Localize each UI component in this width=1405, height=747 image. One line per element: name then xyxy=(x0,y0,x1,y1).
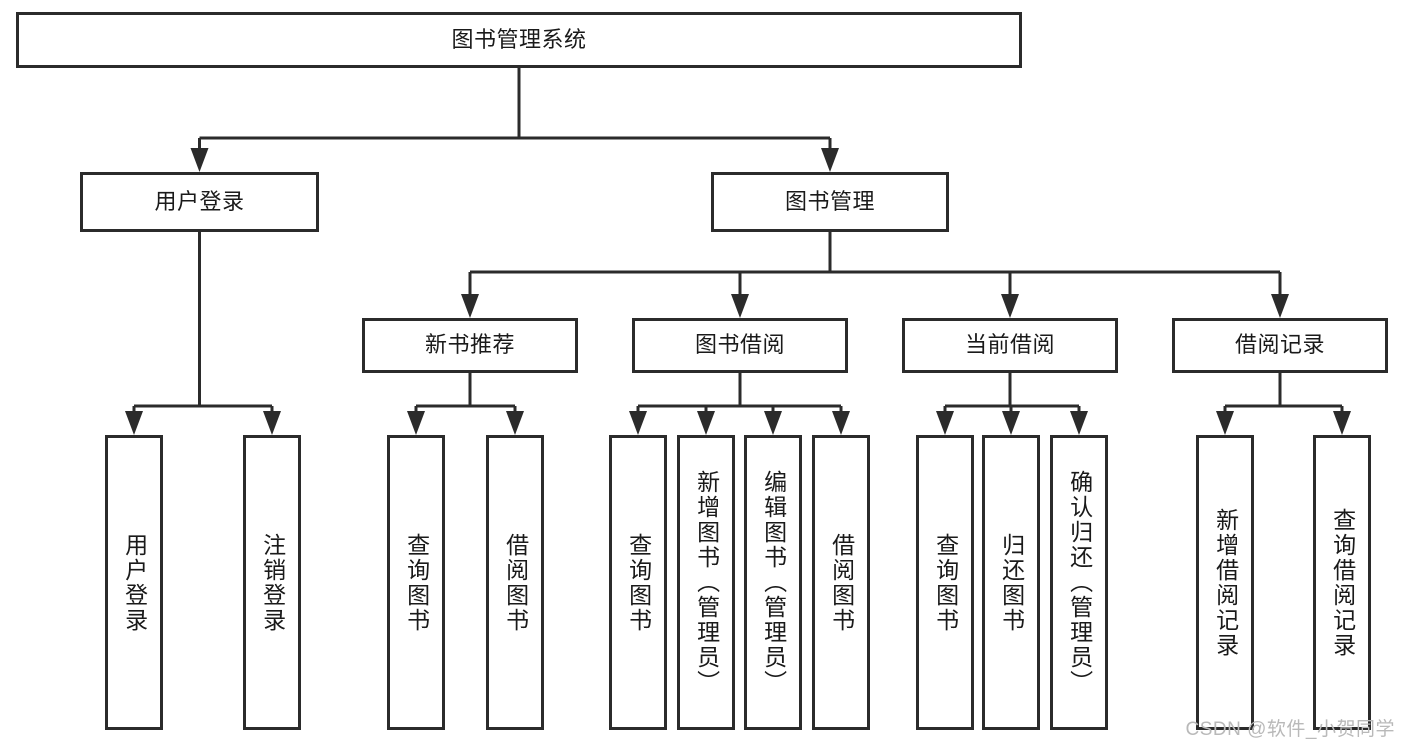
node-leaf-return-book[interactable]: 归还图书 xyxy=(982,435,1040,730)
node-label: 查询图书 xyxy=(403,532,430,633)
node-label: 借阅记录 xyxy=(1234,332,1325,358)
arrow-head-icon xyxy=(461,294,479,318)
node-leaf-add-record[interactable]: 新增借阅记录 xyxy=(1196,435,1254,730)
node-label: 借阅图书 xyxy=(502,532,529,633)
node-book-borrow[interactable]: 图书借阅 xyxy=(632,318,848,373)
arrow-head-icon xyxy=(125,411,143,435)
node-label: 确认归还（管理员） xyxy=(1066,470,1093,695)
arrow-head-icon xyxy=(731,294,749,318)
node-label: 新增借阅记录 xyxy=(1212,507,1239,658)
node-label: 查询图书 xyxy=(932,532,959,633)
arrow-head-icon xyxy=(506,411,524,435)
node-label: 新增图书（管理员） xyxy=(693,470,720,695)
arrow-head-icon xyxy=(1070,411,1088,435)
arrow-head-icon xyxy=(936,411,954,435)
node-book-manage[interactable]: 图书管理 xyxy=(711,172,949,232)
node-leaf-confirm-return[interactable]: 确认归还（管理员） xyxy=(1050,435,1108,730)
arrow-head-icon xyxy=(1002,411,1020,435)
arrow-head-icon xyxy=(697,411,715,435)
arrow-head-icon xyxy=(1216,411,1234,435)
node-leaf-borrow-book-a[interactable]: 借阅图书 xyxy=(486,435,544,730)
node-leaf-query-record[interactable]: 查询借阅记录 xyxy=(1313,435,1371,730)
node-label: 图书管理 xyxy=(784,188,875,214)
arrow-head-icon xyxy=(832,411,850,435)
arrow-head-icon xyxy=(190,148,209,172)
node-leaf-edit-book[interactable]: 编辑图书（管理员） xyxy=(744,435,802,730)
node-root[interactable]: 图书管理系统 xyxy=(16,12,1022,68)
node-label: 借阅图书 xyxy=(828,532,855,633)
node-borrow-record[interactable]: 借阅记录 xyxy=(1172,318,1388,373)
node-label: 注销登录 xyxy=(259,532,286,633)
arrow-head-icon xyxy=(1333,411,1351,435)
edge-group xyxy=(125,68,1351,435)
arrow-head-icon xyxy=(821,148,839,172)
node-current-borrow[interactable]: 当前借阅 xyxy=(902,318,1118,373)
node-label: 新书推荐 xyxy=(424,332,515,358)
node-label: 归还图书 xyxy=(998,532,1025,633)
arrow-head-icon xyxy=(1001,294,1019,318)
node-leaf-query-book-b[interactable]: 查询图书 xyxy=(609,435,667,730)
node-label: 查询借阅记录 xyxy=(1329,507,1356,658)
node-label: 查询图书 xyxy=(625,532,652,633)
arrow-head-icon xyxy=(407,411,425,435)
node-leaf-query-book-a[interactable]: 查询图书 xyxy=(387,435,445,730)
arrow-head-icon xyxy=(764,411,782,435)
node-leaf-borrow-book-b[interactable]: 借阅图书 xyxy=(812,435,870,730)
node-label: 编辑图书（管理员） xyxy=(760,470,787,695)
node-new-book-rec[interactable]: 新书推荐 xyxy=(362,318,578,373)
arrow-head-icon xyxy=(1271,294,1289,318)
node-user-login[interactable]: 用户登录 xyxy=(80,172,319,232)
node-leaf-user-login[interactable]: 用户登录 xyxy=(105,435,163,730)
node-label: 图书借阅 xyxy=(694,332,785,358)
node-leaf-user-logout[interactable]: 注销登录 xyxy=(243,435,301,730)
node-leaf-query-book-c[interactable]: 查询图书 xyxy=(916,435,974,730)
node-label: 用户登录 xyxy=(154,188,245,214)
node-label: 图书管理系统 xyxy=(451,26,587,52)
node-label: 用户登录 xyxy=(121,532,148,633)
arrow-head-icon xyxy=(263,411,281,435)
node-leaf-add-book[interactable]: 新增图书（管理员） xyxy=(677,435,735,730)
node-label: 当前借阅 xyxy=(964,332,1055,358)
arrow-head-icon xyxy=(629,411,647,435)
